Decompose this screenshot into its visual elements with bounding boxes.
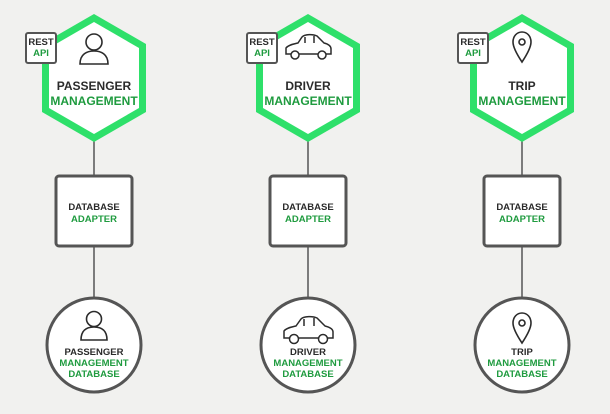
map-pin-icon (512, 312, 532, 345)
api-label: API (254, 48, 270, 59)
rest-label: REST (28, 37, 54, 48)
database-label-2: MANAGEMENT (59, 358, 129, 369)
adapter-label-1: DATABASE (282, 202, 334, 213)
rest-api-badge: REST API (457, 32, 489, 64)
service-hexagon-inner (49, 22, 139, 134)
database-circle (259, 296, 357, 394)
database-label-1: DRIVER (290, 347, 326, 358)
adapter-label-2: ADAPTER (285, 214, 331, 225)
database-label-1: TRIP (511, 347, 533, 358)
database-adapter-box (54, 174, 134, 248)
driver-service-column: REST API DRIVER MANAGEMENT DATABASE ADAP… (206, 0, 410, 414)
passenger-shapes (42, 14, 146, 394)
api-label: API (33, 48, 49, 59)
driver-shapes (256, 14, 360, 394)
database-label-3: DATABASE (68, 369, 120, 380)
service-name: DRIVER (285, 79, 331, 93)
database-label-2: MANAGEMENT (273, 358, 343, 369)
service-name: PASSENGER (56, 79, 132, 93)
car-icon (283, 315, 334, 345)
service-suffix: MANAGEMENT (50, 94, 138, 108)
database-circle (473, 296, 571, 394)
database-label-3: DATABASE (496, 369, 548, 380)
database-label-2: MANAGEMENT (487, 358, 557, 369)
database-adapter-box (268, 174, 348, 248)
passenger-service-column: REST API PASSENGER MANAGEMENT DATABASE A… (0, 0, 196, 414)
service-name: TRIP (508, 79, 536, 93)
adapter-label-2: ADAPTER (71, 214, 117, 225)
database-label-3: DATABASE (282, 369, 334, 380)
car-icon (285, 33, 332, 60)
map-pin-icon (512, 31, 532, 64)
adapter-label-1: DATABASE (68, 202, 120, 213)
rest-label: REST (249, 37, 275, 48)
adapter-label-2: ADAPTER (499, 214, 545, 225)
trip-shapes (470, 14, 574, 394)
database-label-1: PASSENGER (64, 347, 124, 358)
rest-api-badge: REST API (25, 32, 57, 64)
person-icon (80, 310, 108, 341)
service-suffix: MANAGEMENT (478, 94, 566, 108)
rest-label: REST (460, 37, 486, 48)
person-icon (79, 33, 109, 65)
api-label: API (465, 48, 481, 59)
service-suffix: MANAGEMENT (264, 94, 352, 108)
service-hexagon-inner (477, 22, 567, 134)
adapter-label-1: DATABASE (496, 202, 548, 213)
database-adapter-box (482, 174, 562, 248)
rest-api-badge: REST API (246, 32, 278, 64)
trip-service-column: REST API TRIP MANAGEMENT DATABASE ADAPTE… (420, 0, 610, 414)
database-circle (45, 296, 143, 394)
